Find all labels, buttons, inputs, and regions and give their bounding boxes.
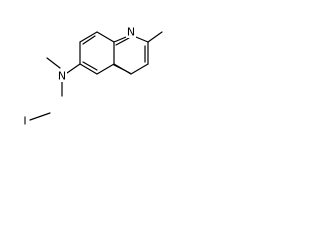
bond-c8a-c8 — [96, 31, 115, 43]
iodine-label: I — [23, 115, 26, 128]
amine-nitrogen-label: N — [58, 70, 66, 83]
ring-nitrogen-background — [126, 26, 136, 38]
bond-c4-c4a — [113, 63, 132, 75]
amine-nitrogen-background — [57, 70, 67, 82]
bond-c5-c4a — [96, 63, 115, 75]
bond-n-methyl-up — [46, 57, 61, 69]
molecule-diagram: N N I — [23, 26, 163, 128]
ring-nitrogen-label: N — [127, 26, 135, 39]
bond-c3-c4 — [130, 63, 149, 75]
bond-c8a-n1-double — [115, 37, 130, 46]
bond-c2-methyl — [147, 31, 163, 43]
bond-c8-c7 — [79, 31, 98, 43]
bond-iodomethane — [29, 112, 51, 121]
bond-c6-c5-double — [82, 61, 98, 71]
bond-c6-n — [66, 63, 81, 74]
bond-c6-c5 — [79, 63, 98, 75]
bond-c8-c7-double — [82, 35, 96, 45]
